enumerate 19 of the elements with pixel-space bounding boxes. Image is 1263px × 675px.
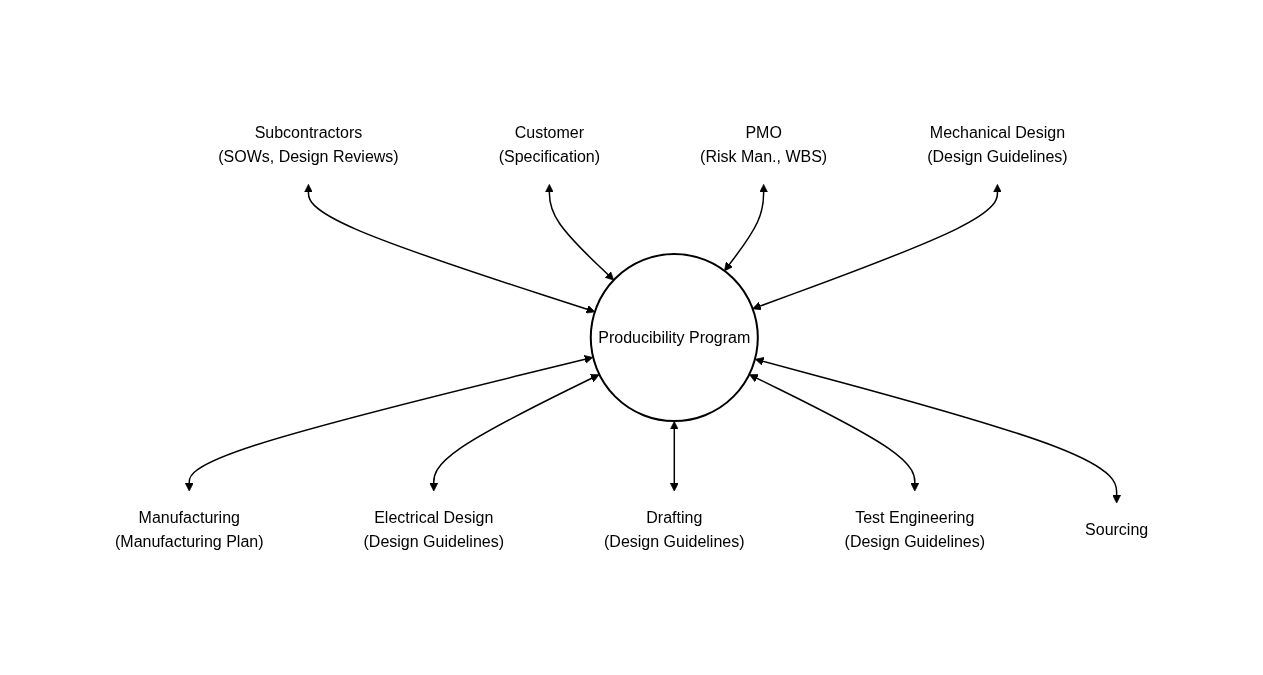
node-text: Subcontractors (SOWs, Design Reviews) — [218, 123, 399, 165]
node-circle: Producibility Program — [589, 252, 759, 423]
node-text: PMO (Risk Man., WBS) — [699, 123, 828, 165]
arrow — [749, 374, 920, 492]
node-text: Drafting (Design Guidelines) — [603, 509, 745, 551]
node-text: Sourcing — [1084, 521, 1149, 539]
node-text: Electrical Design (Design Guidelines) — [363, 509, 504, 551]
arrow — [184, 355, 594, 492]
node-text: Customer (Specification) — [498, 123, 600, 165]
arrow — [429, 374, 600, 492]
arrow — [724, 183, 768, 272]
arrow — [303, 183, 596, 314]
arrow — [669, 421, 679, 492]
arrow — [754, 357, 1121, 504]
node-text: Test Engineering (Design Guidelines) — [844, 509, 985, 551]
arrow — [544, 183, 614, 281]
node-text: Mechanical Design (Design Guidelines) — [927, 123, 1068, 165]
node-text: Manufacturing (Manufacturing Plan) — [114, 509, 264, 551]
arrow — [752, 183, 1002, 311]
